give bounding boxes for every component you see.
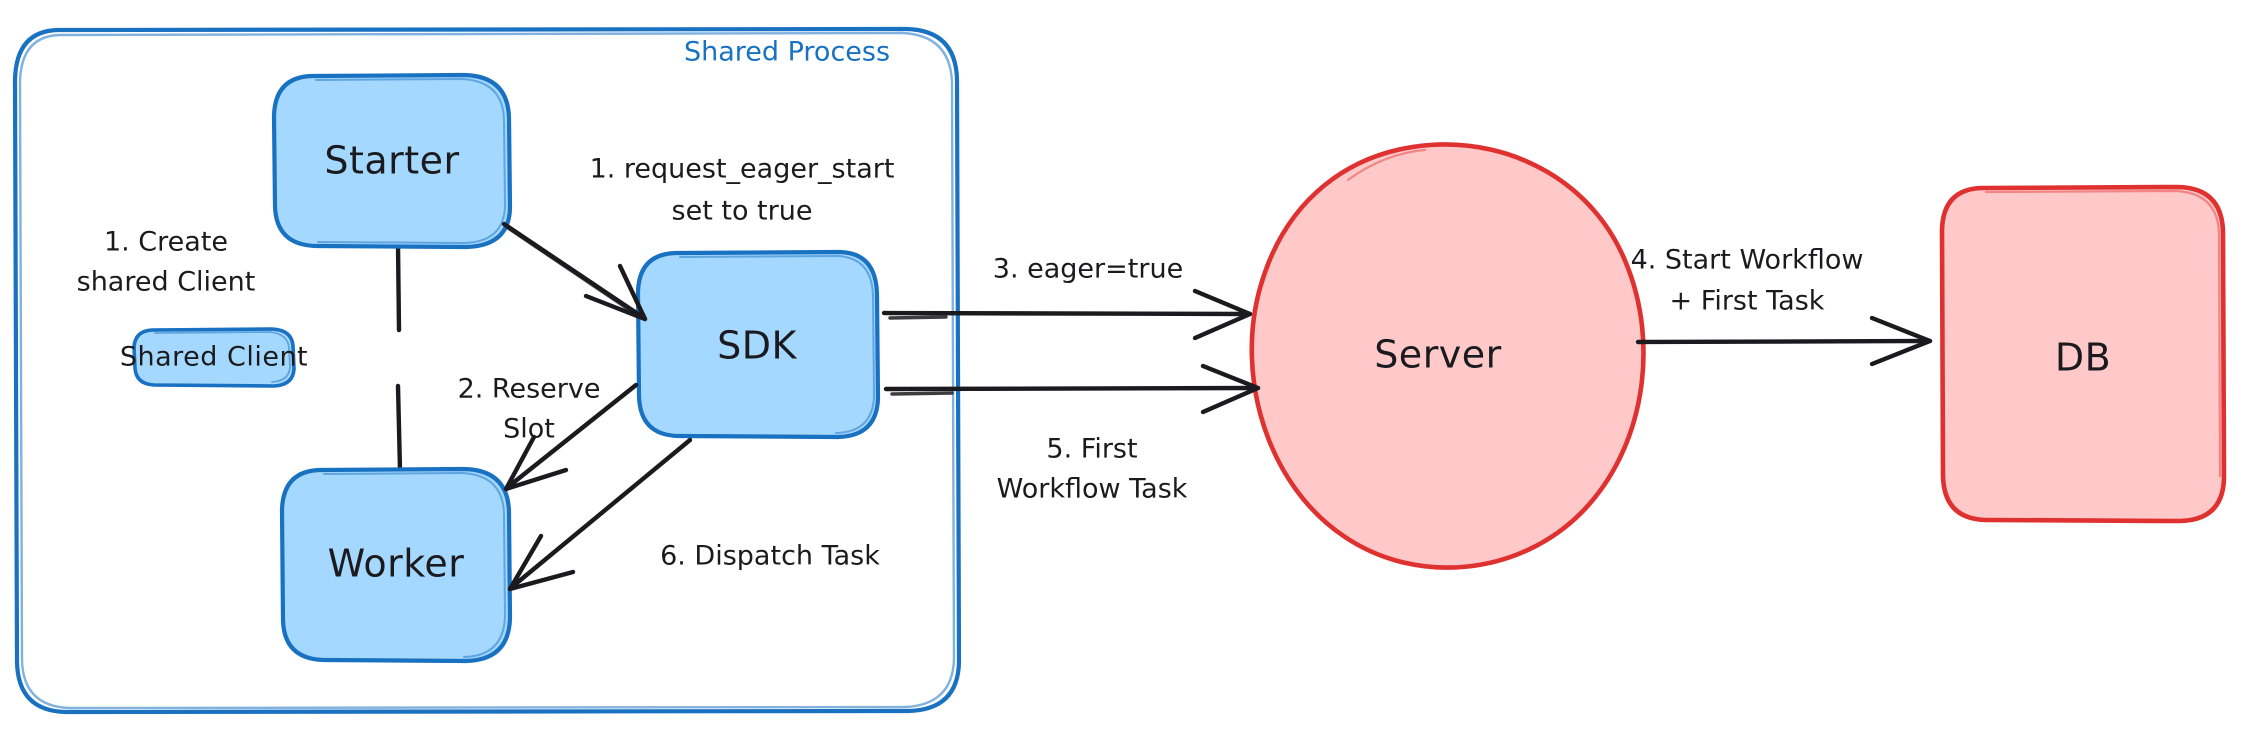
edge-label-reserve-slot-line1: 2. Reserve	[458, 374, 601, 405]
node-starter[interactable]: Starter	[271, 72, 513, 250]
edge-label-dispatch-task: 6. Dispatch Task	[660, 541, 880, 572]
node-worker-label: Worker	[328, 542, 465, 586]
node-shared-client-label: Shared Client	[120, 342, 308, 373]
edge-label-start-workflow-line1: 4. Start Workflow	[1631, 245, 1864, 276]
arrow-sdk-to-worker-dispatch	[507, 437, 693, 592]
arrow-sdk-to-server-eager	[881, 288, 1253, 341]
edge-label-reserve-slot: 2. Reserve Slot	[458, 374, 601, 445]
edge-label-request-eager-start-line2: set to true	[672, 196, 813, 227]
node-starter-label: Starter	[324, 139, 459, 183]
arrow-starter-to-sdk	[501, 221, 648, 322]
node-worker[interactable]: Worker	[279, 466, 513, 664]
edge-label-create-shared-client-line1: 1. Create	[104, 227, 228, 258]
edge-label-create-shared-client-line2: shared Client	[77, 267, 256, 298]
edge-label-eager-true-line1: 3. eager=true	[993, 254, 1183, 285]
shared-process-group: Shared Process	[12, 26, 962, 715]
edge-label-request-eager-start-line1: 1. request_eager_start	[590, 154, 895, 185]
edge-label-start-workflow: 4. Start Workflow + First Task	[1631, 245, 1864, 317]
node-db[interactable]: DB	[1939, 184, 2227, 524]
edge-label-reserve-slot-line2: Slot	[503, 414, 555, 445]
edge-label-first-workflow-task-line1: 5. First	[1046, 434, 1137, 465]
node-db-label: DB	[2055, 336, 2111, 380]
starter-client-worker-connector	[395, 242, 403, 473]
shared-process-title: Shared Process	[684, 37, 890, 68]
node-sdk[interactable]: SDK	[635, 249, 881, 440]
node-server[interactable]: Server	[1249, 142, 1646, 570]
node-server-label: Server	[1374, 333, 1502, 377]
edge-label-start-workflow-line2: + First Task	[1670, 286, 1825, 317]
edge-label-eager-true: 3. eager=true	[993, 254, 1183, 285]
edge-label-first-workflow-task-line2: Workflow Task	[997, 474, 1188, 505]
arrow-sdk-to-worker-reserve	[503, 382, 639, 492]
edge-label-dispatch-task-line1: 6. Dispatch Task	[660, 541, 880, 572]
edge-label-first-workflow-task: 5. First Workflow Task	[997, 434, 1188, 505]
node-sdk-label: SDK	[717, 324, 797, 368]
edge-label-create-shared-client: 1. Create shared Client	[77, 227, 256, 298]
node-shared-client[interactable]: Shared Client	[120, 327, 308, 388]
arrow-server-to-db	[1635, 315, 1933, 367]
arrow-sdk-to-server-first-task	[883, 363, 1261, 415]
edge-label-request-eager-start: 1. request_eager_start set to true	[590, 154, 895, 227]
